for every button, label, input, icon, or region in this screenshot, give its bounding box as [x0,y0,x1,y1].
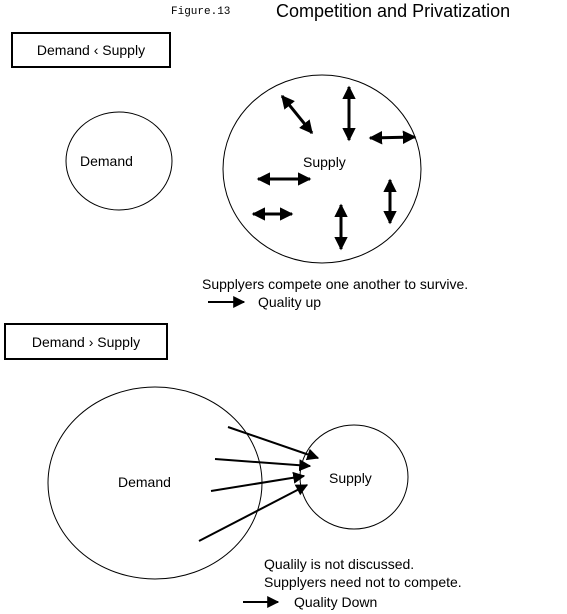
figure-label: Figure.13 [171,6,231,18]
demand-arrow [198,484,309,542]
competition-caption: Supplyers compete one another to survive… [202,276,469,292]
demand-arrow [214,458,312,472]
demand-label: Demand [118,474,171,490]
demand-circle-small [65,111,173,211]
supply-label: Supply [303,154,346,170]
no-compete-caption: Supplyers need not to compete. [264,574,462,590]
demand-arrow [210,471,306,492]
box-label: Demand › Supply [31,333,141,350]
demand-greater-than-supply-box: Demand › Supply [4,323,168,360]
supply-label: Supply [329,470,372,486]
demand-arrow [227,426,320,461]
compete-arrow [280,94,314,135]
quality-down-label: Quality Down [294,594,378,610]
supply-circle-large [222,74,422,264]
figure-title: Competition and Privatization [276,1,511,21]
box-label: Demand ‹ Supply [36,42,146,58]
demand-less-than-supply-box: Demand ‹ Supply [11,32,171,68]
demand-label: Demand [80,153,133,169]
competition-arrows [251,85,417,251]
demand-arrows [198,426,320,542]
compete-arrow [368,130,417,145]
no-quality-caption: Qualily is not discussed. [264,556,415,572]
quality-up-label: Quality up [258,294,322,310]
